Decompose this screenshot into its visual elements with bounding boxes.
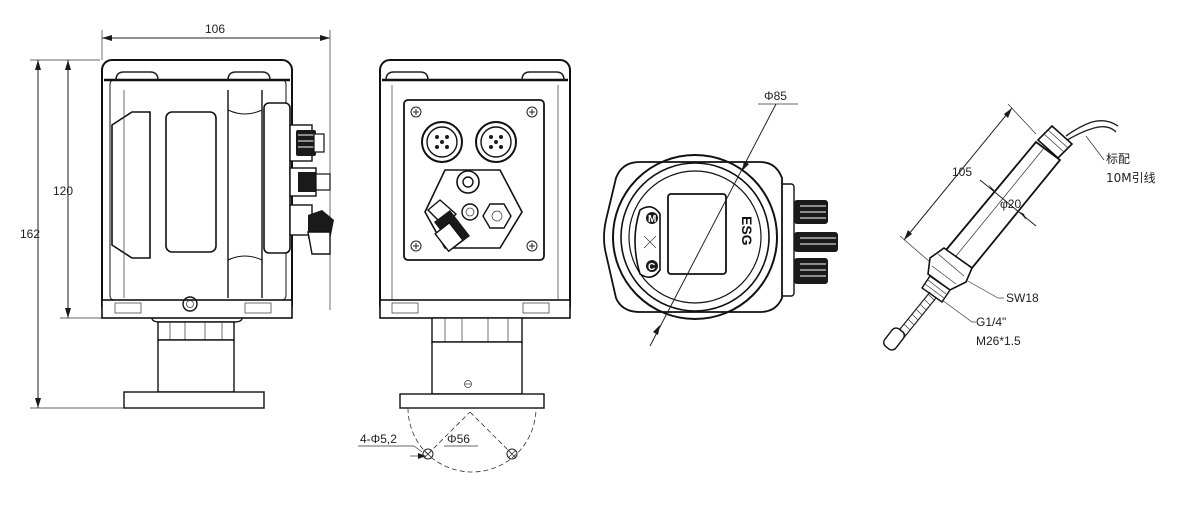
side-elbow-fitting: [289, 204, 334, 255]
dim-sensor-diameter: φ20: [979, 179, 1037, 227]
dim-sensor-length-label: 105: [952, 165, 972, 179]
thread-2-label: M26*1.5: [976, 334, 1021, 348]
dim-width-top-label: 106: [205, 22, 225, 36]
connector-right-icon: [475, 121, 517, 163]
side-view: 106 162 120: [20, 22, 334, 409]
sensor-probe-view: 105 φ20 标配 10M引线 SW18 G1/4" M26*1.5: [883, 103, 1156, 351]
dim-height-body: 120: [53, 60, 115, 319]
dim-sensor-diameter-label: φ20: [1000, 197, 1021, 211]
key-m-label: M: [648, 214, 656, 225]
display-view: M C ESG Φ85: [603, 89, 838, 347]
dim-sensor-length: 105: [899, 103, 1037, 263]
key-c-label: C: [648, 262, 655, 273]
thread-1-label: G1/4": [976, 315, 1006, 329]
side-connector-middle: [289, 167, 331, 197]
dim-height-total-label: 162: [20, 227, 40, 241]
threaded-rod: [883, 291, 937, 351]
plate-screws: [410, 106, 538, 252]
front-elbow-fitting: [426, 199, 470, 253]
dim-width-top: 106: [101, 22, 331, 310]
mounting-holes: [422, 448, 518, 460]
flange-circle-label: Φ56: [447, 432, 470, 446]
display-diameter-label: Φ85: [764, 89, 787, 103]
connector-view: 4-Φ5,2 Φ56: [358, 59, 571, 473]
dim-height-body-label: 120: [53, 184, 73, 198]
cable-label: 标配: [1106, 152, 1130, 166]
wrench-size-label: SW18: [1006, 291, 1039, 305]
side-connector-upper: [289, 124, 325, 162]
connector-left-icon: [421, 121, 463, 163]
display-screen: [667, 193, 727, 275]
cable-length-label: 10M引线: [1106, 171, 1156, 185]
holes-label: 4-Φ5,2: [360, 432, 397, 446]
display-logo: ESG: [739, 216, 755, 246]
dim-height-total: 162: [20, 59, 125, 409]
